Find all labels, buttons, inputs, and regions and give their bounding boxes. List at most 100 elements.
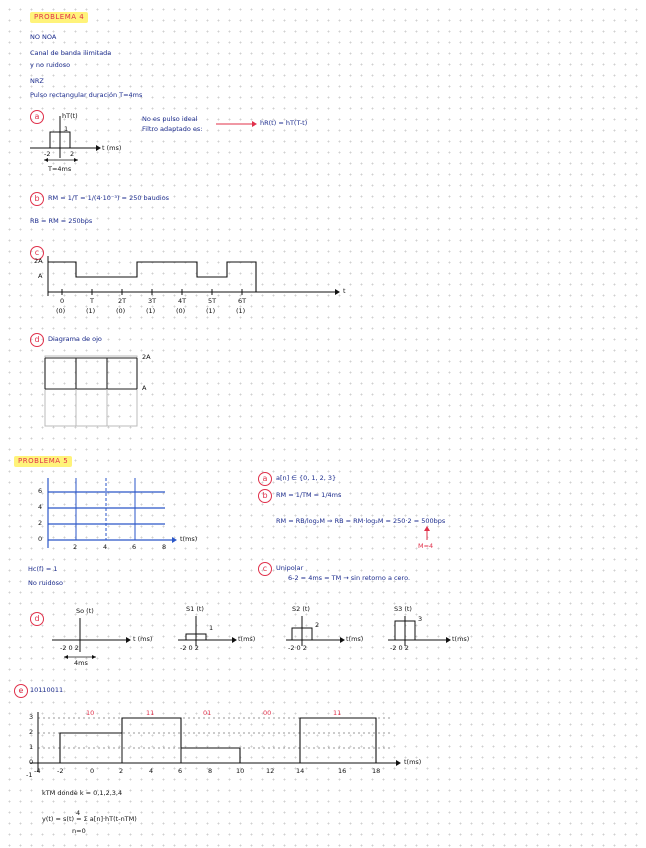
eye-label: 2A <box>142 353 151 361</box>
bit-sequence: 10110011 <box>30 686 64 694</box>
symbol-xlabel: t(ms) <box>346 635 364 643</box>
fig-tick: 2 <box>70 150 75 158</box>
y-label: 0 <box>29 758 34 766</box>
symbol-code: 10 <box>86 709 95 717</box>
bit-label: (0) <box>176 307 186 315</box>
grid-y-label: 0 <box>38 535 43 543</box>
part-b-marker: b <box>30 192 48 206</box>
x-tick: 2 <box>119 767 124 775</box>
intro-line: Canal de banda ilimitada <box>30 49 112 57</box>
m-note: M=4 <box>418 542 434 550</box>
x-tick: 12 <box>266 767 275 775</box>
part-a-marker: a <box>258 472 276 486</box>
y-label: A <box>38 272 43 280</box>
x-tick: 18 <box>372 767 381 775</box>
part-d-marker: d <box>30 333 48 347</box>
grid-x-label: 6 <box>132 543 137 551</box>
intro-line: NRZ <box>30 77 44 85</box>
symbol-code: 00 <box>263 709 272 717</box>
x-tick: 14 <box>296 767 305 775</box>
symbol-rate-formula: RM = 1/TM = 1/4ms <box>276 491 342 499</box>
intro-line: Pulso rectangular duración T=4ms <box>30 91 143 99</box>
channel-note: No ruidoso <box>28 579 63 587</box>
x-tick: 8 <box>208 767 213 775</box>
axis-label: t <box>343 287 346 295</box>
k-definition: kTM donde k = 0,1,2,3,4 <box>42 789 123 797</box>
y-label: 1 <box>29 743 34 751</box>
bit-label: (1) <box>146 307 156 315</box>
x-tick: 2T <box>118 297 127 305</box>
grid-x-label: 2 <box>73 543 78 551</box>
x-tick: 3T <box>148 297 157 305</box>
symbol-code: 11 <box>146 709 155 717</box>
symbol-ticks: -2 0 2 <box>288 644 307 652</box>
line-code-note: 6-2 = 4ms = TM → sin retorno a cero. <box>288 574 411 582</box>
x-tick: 4 <box>149 767 154 775</box>
symbol-span: 4ms <box>74 659 88 667</box>
bit-label: (0) <box>116 307 126 315</box>
symbol-xlabel: t(ms) <box>452 635 470 643</box>
symbol-code: 11 <box>333 709 342 717</box>
note: No es pulso ideal <box>142 115 198 123</box>
line-code: Unipolar <box>276 564 304 572</box>
y-label: -1 <box>26 771 33 779</box>
symbol-label: So (t) <box>76 607 94 615</box>
fig-tick: -2 <box>44 150 51 158</box>
symbol-amp: 2 <box>315 621 320 629</box>
symbol-ticks: -2 0 2 <box>390 644 409 652</box>
output-formula: y(t) = s(t) = Σ a[n]·hT(t-nTM) <box>42 815 137 823</box>
fig-span: T=4ms <box>48 165 72 173</box>
eye-label: A <box>142 384 147 392</box>
bit-label: (0) <box>56 307 66 315</box>
part-c-marker: c <box>30 246 48 260</box>
symbol-xlabel: t (ms) <box>133 635 153 643</box>
x-tick: -2 <box>57 767 64 775</box>
eye-diagram-title: Diagrama de ojo <box>48 335 102 343</box>
problem-5-title: PROBLEMA 5 <box>14 456 73 467</box>
sum-top: 4 <box>76 809 81 817</box>
part-c-marker: c <box>258 562 276 576</box>
y-label: 3 <box>29 713 34 721</box>
y-label: 2A <box>34 257 43 265</box>
x-tick: 6 <box>178 767 183 775</box>
x-tick: 16 <box>338 767 347 775</box>
alphabet: a[n] ∈ {0, 1, 2, 3} <box>276 474 337 482</box>
x-tick: 4T <box>178 297 187 305</box>
x-tick: 6T <box>238 297 247 305</box>
x-tick: 10 <box>236 767 245 775</box>
grid-y-label: 2 <box>38 519 43 527</box>
grid-y-label: 6 <box>38 487 43 495</box>
matched-filter-formula: hR(t) = hT(T-t) <box>260 119 308 127</box>
bit-rate-formula: RB = RM = 250bps <box>30 217 93 225</box>
grid-axis-label: t(ms) <box>180 535 198 543</box>
symbol-ticks: -2 0 2 <box>180 644 199 652</box>
problem-4-title: PROBLEMA 4 <box>30 12 89 23</box>
fig-xlabel: t (ms) <box>102 144 122 152</box>
y-label: 2 <box>29 728 34 736</box>
note: Filtro adaptado es: <box>142 125 203 133</box>
bit-rate-formula: RM = RB/log₂M ⇒ RB = RM·log₂M = 250·2 = … <box>276 517 446 525</box>
symbol-xlabel: t(ms) <box>238 635 256 643</box>
x-tick: -4 <box>34 767 41 775</box>
symbol-label: S2 (t) <box>292 605 310 613</box>
grid-x-label: 4 <box>103 543 108 551</box>
symbol-ticks: -2 0 2 <box>60 644 79 652</box>
x-tick: 0 <box>90 767 95 775</box>
symbol-amp: 3 <box>418 615 423 623</box>
x-tick: 5T <box>208 297 217 305</box>
intro-line: y no ruidoso <box>30 61 71 69</box>
symbol-label: S1 (t) <box>186 605 204 613</box>
fig-ylabel: hT(t) <box>62 112 78 120</box>
axis-label: t(ms) <box>404 758 422 766</box>
symbol-rate-formula: RM = 1/T = 1/(4·10⁻³) = 250 baudios <box>48 194 170 202</box>
symbol-label: S3 (t) <box>394 605 412 613</box>
intro-line: NO NOA <box>30 33 57 41</box>
bit-label: (1) <box>86 307 96 315</box>
